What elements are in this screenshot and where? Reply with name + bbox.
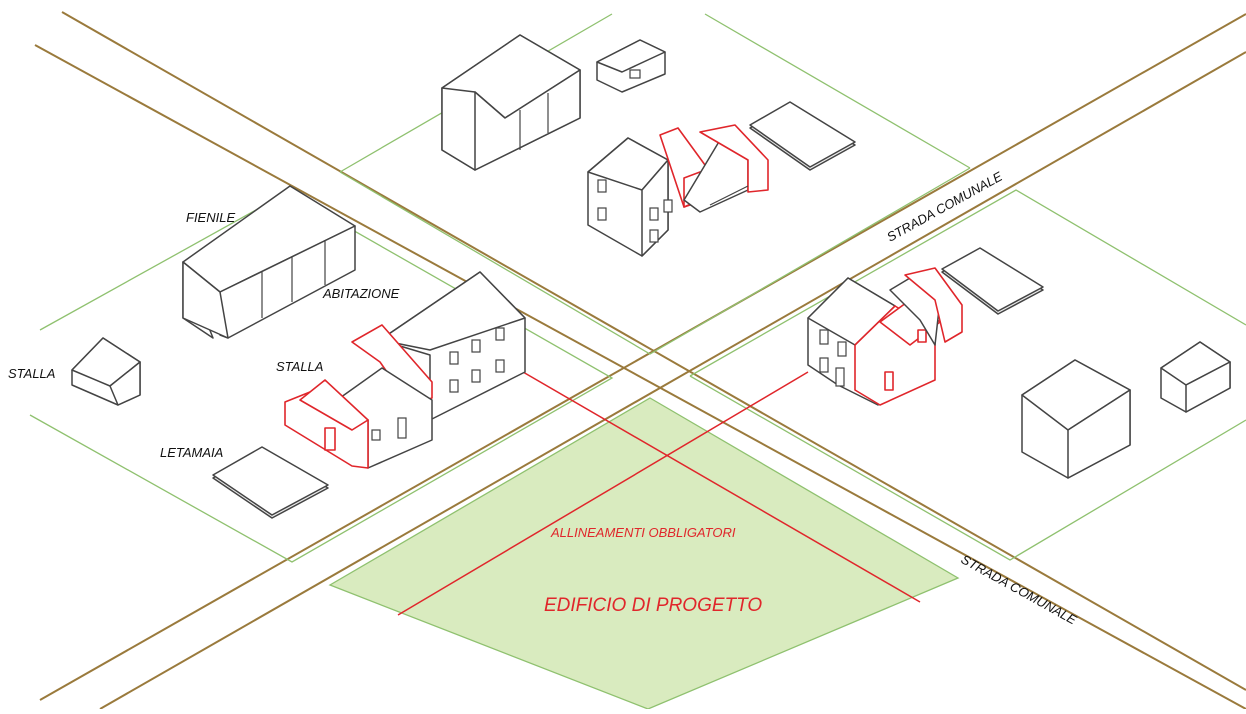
project-area <box>328 397 960 710</box>
manure-pad-letamaia <box>212 446 329 519</box>
alignment-lines <box>397 371 921 616</box>
garage-building-top <box>596 39 666 93</box>
label-stalla-center: STALLA <box>276 359 323 374</box>
barn-building-fienile <box>182 185 356 339</box>
stable-building-left <box>71 337 141 406</box>
label-strada-comunale-lower: STRADA COMUNALE <box>959 552 1080 628</box>
label-fienile: FIENILE <box>186 210 235 225</box>
barn-building-top <box>441 34 581 171</box>
stable-building-red <box>284 324 433 469</box>
manure-pad-right <box>941 247 1044 315</box>
label-abitazione: ABITAZIONE <box>322 286 400 301</box>
manure-pad-top <box>749 101 856 171</box>
label-edificio: EDIFICIO DI PROGETTO <box>544 595 762 616</box>
house-building-abitazione <box>379 271 526 421</box>
label-stalla-left: STALLA <box>8 366 55 381</box>
label-allineamenti: ALLINEAMENTI OBBLIGATORI <box>550 525 736 540</box>
house-building-right <box>807 267 963 406</box>
label-letamaia: LETAMAIA <box>160 445 223 460</box>
garage-building-right <box>1160 341 1231 413</box>
house-building-top <box>587 124 769 257</box>
house-building-right-lower <box>1021 359 1131 479</box>
